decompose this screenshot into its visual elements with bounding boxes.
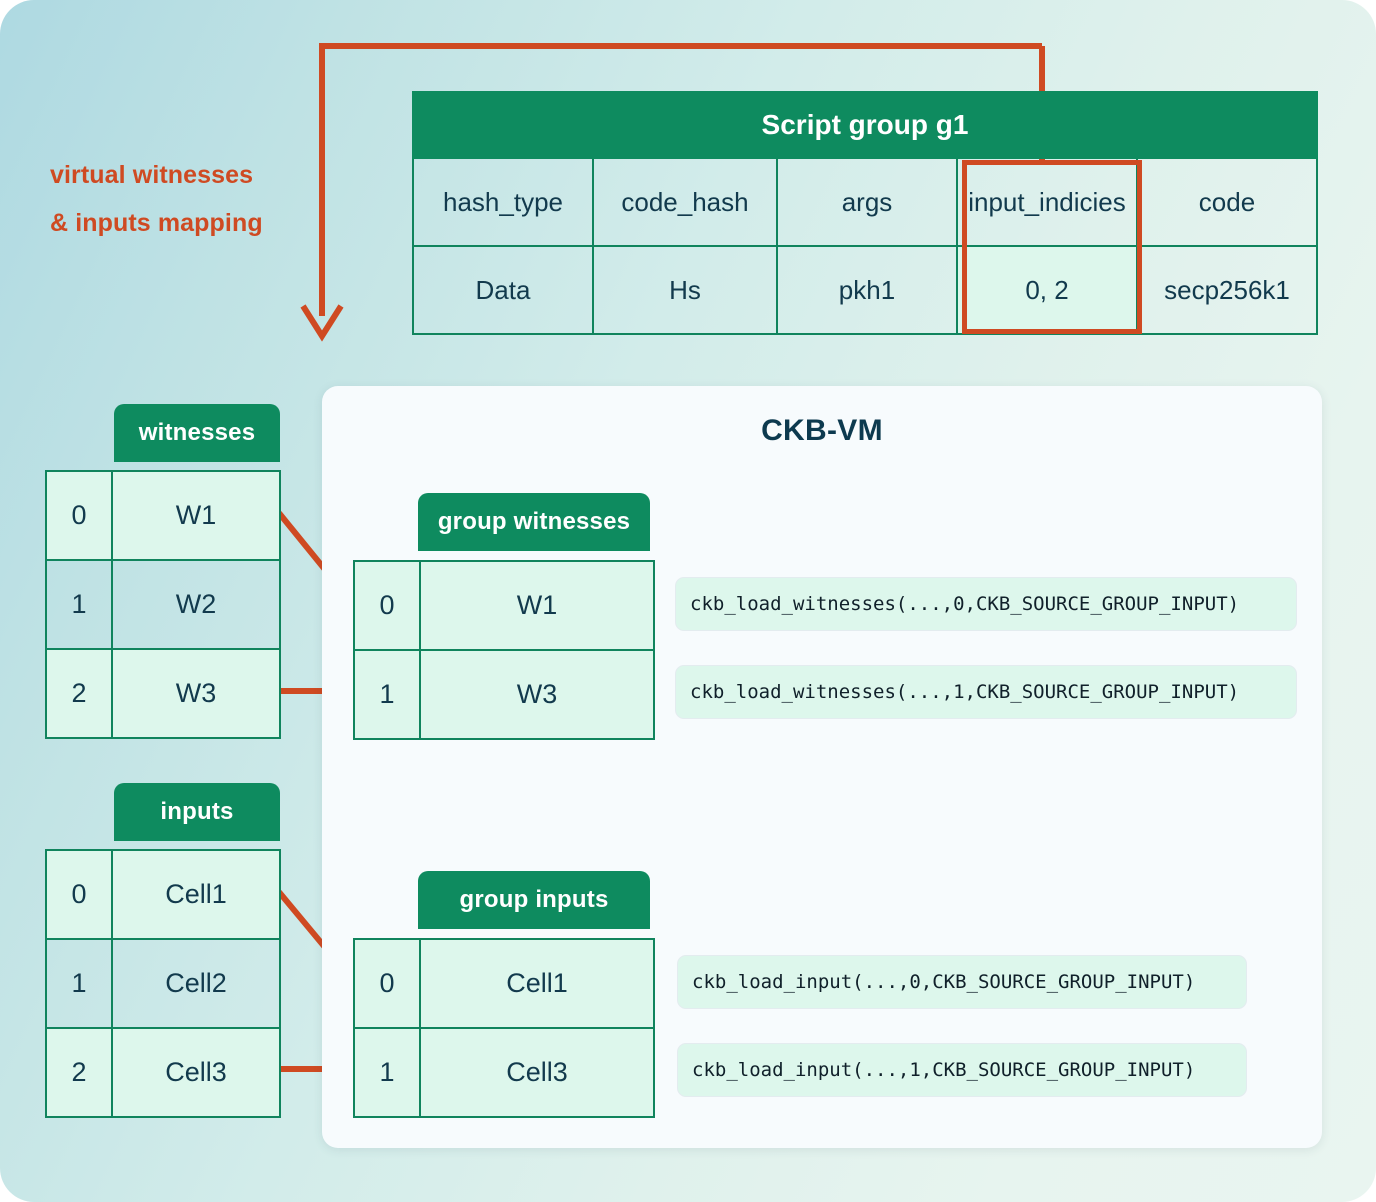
col-args: args — [776, 157, 958, 247]
group-witnesses-table: 0 W1 1 W3 — [353, 560, 655, 740]
witness-index-2: 2 — [45, 648, 113, 739]
witness-index-1: 1 — [45, 559, 113, 650]
group-input-index-1: 1 — [353, 1027, 421, 1118]
inputs-title: inputs — [114, 783, 280, 841]
group-inputs-table: 0 Cell1 1 Cell3 — [353, 938, 655, 1118]
table-row: 2 Cell3 — [45, 1027, 281, 1118]
val-code: secp256k1 — [1136, 245, 1318, 335]
input-value-2: Cell3 — [111, 1027, 281, 1118]
script-group-header-row: hash_type code_hash args input_indicies … — [412, 157, 1318, 247]
group-witness-value-1: W3 — [419, 649, 655, 740]
witness-value-0: W1 — [111, 470, 281, 561]
table-row: 0 Cell1 — [45, 849, 281, 940]
val-hash-type: Data — [412, 245, 594, 335]
witness-index-0: 0 — [45, 470, 113, 561]
input-value-0: Cell1 — [111, 849, 281, 940]
col-code: code — [1136, 157, 1318, 247]
table-row: 1 Cell2 — [45, 938, 281, 1029]
script-group-table: Script group g1 hash_type code_hash args… — [412, 91, 1318, 335]
group-input-index-0: 0 — [353, 938, 421, 1029]
script-group-title: Script group g1 — [412, 91, 1318, 159]
group-witness-value-0: W1 — [419, 560, 655, 651]
group-witness-index-1: 1 — [353, 649, 421, 740]
input-index-1: 1 — [45, 938, 113, 1029]
input-index-0: 0 — [45, 849, 113, 940]
col-input-indicies: input_indicies — [956, 157, 1138, 247]
script-group-value-row: Data Hs pkh1 0, 2 secp256k1 — [412, 245, 1318, 335]
col-code-hash: code_hash — [592, 157, 778, 247]
witness-value-2: W3 — [111, 648, 281, 739]
witnesses-title: witnesses — [114, 404, 280, 462]
table-row: 1 Cell3 — [353, 1027, 655, 1118]
val-input-indicies: 0, 2 — [956, 245, 1138, 335]
annotation-line-2: & inputs mapping — [50, 209, 263, 237]
code-chip-load-input-1: ckb_load_input(...,1,CKB_SOURCE_GROUP_IN… — [677, 1043, 1247, 1097]
code-chip-load-witnesses-1: ckb_load_witnesses(...,1,CKB_SOURCE_GROU… — [675, 665, 1297, 719]
group-witnesses-title: group witnesses — [418, 493, 650, 551]
code-chip-load-witnesses-0: ckb_load_witnesses(...,0,CKB_SOURCE_GROU… — [675, 577, 1297, 631]
group-input-value-0: Cell1 — [419, 938, 655, 1029]
inputs-table: 0 Cell1 1 Cell2 2 Cell3 — [45, 849, 281, 1118]
input-indicies-highlight — [962, 160, 1142, 334]
table-row: 2 W3 — [45, 648, 281, 739]
val-args: pkh1 — [776, 245, 958, 335]
input-index-2: 2 — [45, 1027, 113, 1118]
table-row: 0 W1 — [45, 470, 281, 561]
col-hash-type: hash_type — [412, 157, 594, 247]
group-witness-index-0: 0 — [353, 560, 421, 651]
mapping-arrow-head — [300, 304, 344, 342]
val-code-hash: Hs — [592, 245, 778, 335]
input-value-1: Cell2 — [111, 938, 281, 1029]
code-chip-load-input-0: ckb_load_input(...,0,CKB_SOURCE_GROUP_IN… — [677, 955, 1247, 1009]
table-row: 1 W3 — [353, 649, 655, 740]
group-inputs-title: group inputs — [418, 871, 650, 929]
ckb-vm-title: CKB-VM — [761, 414, 883, 447]
witnesses-table: 0 W1 1 W2 2 W3 — [45, 470, 281, 739]
table-row: 1 W2 — [45, 559, 281, 650]
table-row: 0 Cell1 — [353, 938, 655, 1029]
table-row: 0 W1 — [353, 560, 655, 651]
witness-value-1: W2 — [111, 559, 281, 650]
annotation-line-1: virtual witnesses — [50, 161, 254, 189]
group-input-value-1: Cell3 — [419, 1027, 655, 1118]
